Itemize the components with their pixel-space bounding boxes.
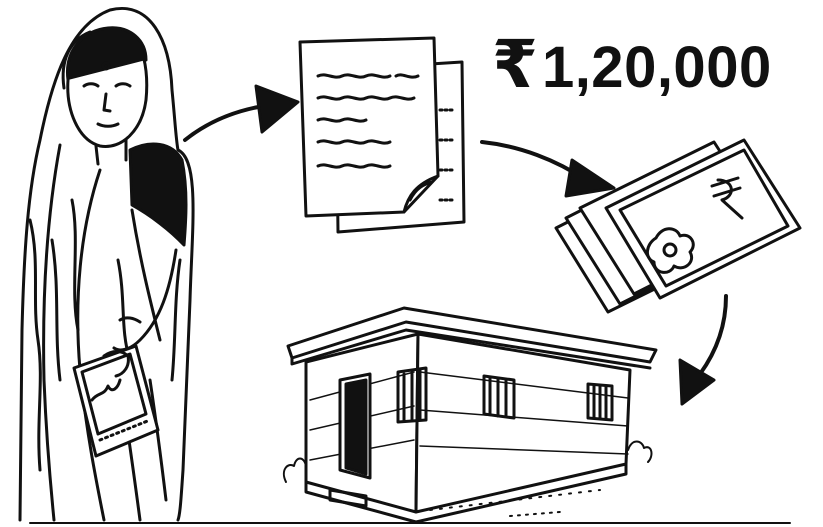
curved-arrow-icon — [482, 142, 614, 196]
curved-arrow-icon — [185, 86, 298, 140]
house-icon — [284, 308, 656, 522]
rupee-symbol: ₹ — [492, 26, 538, 103]
woman-in-saree-illustration — [20, 8, 193, 520]
curved-arrow-icon — [680, 296, 726, 404]
amount-value: 1,20,000 — [541, 35, 772, 100]
application-document-icon — [300, 38, 464, 232]
subsidy-amount: ₹ 1,20,000 — [492, 32, 772, 98]
banknotes-icon — [556, 140, 800, 312]
